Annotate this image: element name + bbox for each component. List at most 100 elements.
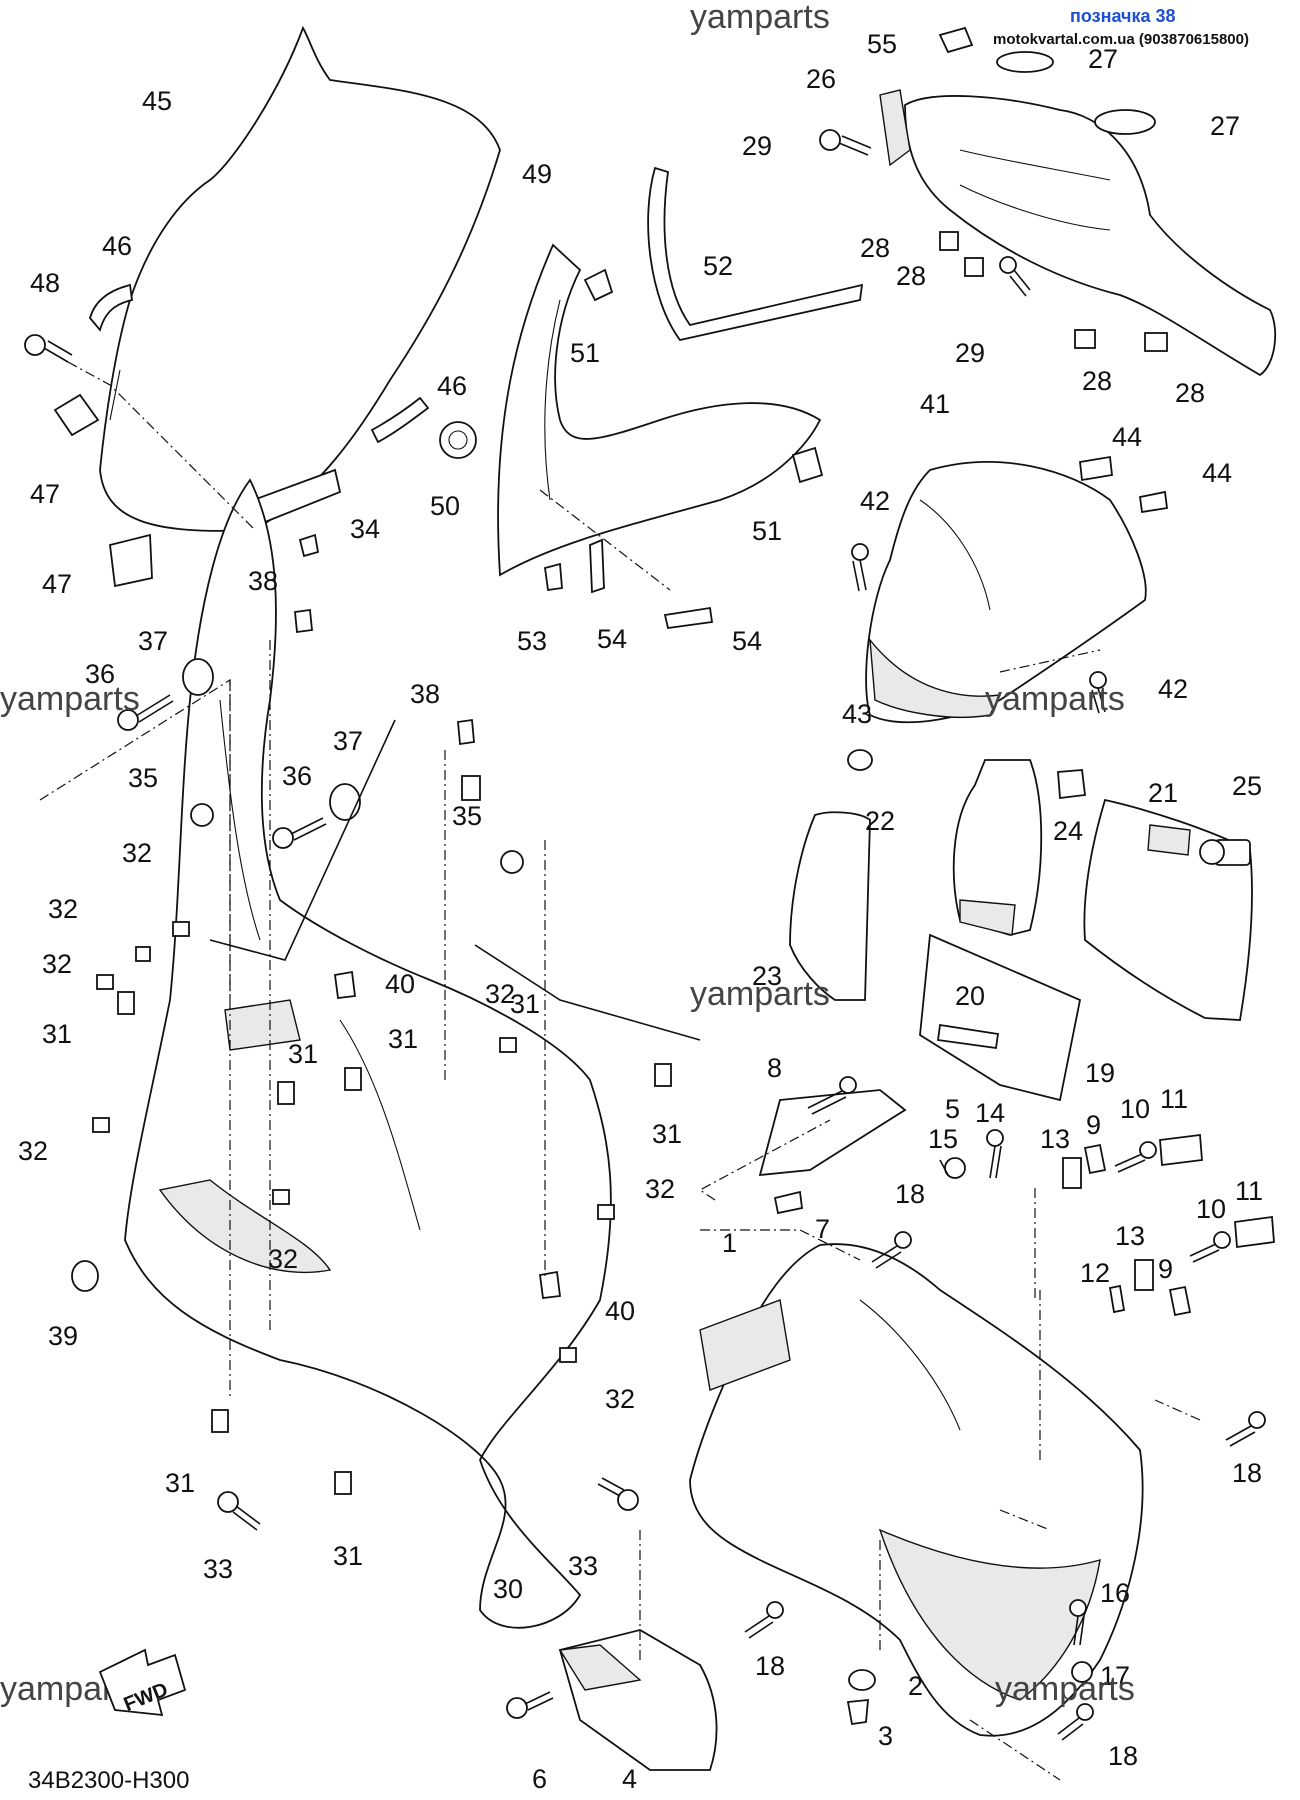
inner-box-22 <box>952 759 1043 936</box>
callout-32g: 32 <box>645 1174 675 1204</box>
callout-18d: 18 <box>1108 1741 1138 1771</box>
front-cover-4 <box>558 1629 718 1771</box>
clip-31 <box>117 775 672 1495</box>
callout-18b: 18 <box>1232 1458 1262 1488</box>
screw-6 <box>506 1691 554 1719</box>
callout-27b: 27 <box>1210 111 1240 141</box>
seal-19 <box>919 933 1082 1102</box>
label-55 <box>938 26 974 54</box>
callout-38a: 38 <box>248 566 278 596</box>
callout-5: 5 <box>945 1094 960 1124</box>
callout-12: 12 <box>1080 1258 1110 1288</box>
rivet-35 <box>190 803 524 874</box>
bracket-9 <box>1083 1143 1192 1317</box>
callout-2: 2 <box>908 1671 923 1701</box>
bolt-14 <box>986 1129 1004 1179</box>
callout-18c: 18 <box>755 1651 785 1681</box>
lock-25 <box>1199 839 1251 866</box>
lid-21 <box>1083 798 1253 1021</box>
strip-20 <box>936 1023 1000 1050</box>
callout-37b: 37 <box>333 726 363 756</box>
callout-22: 22 <box>865 806 895 836</box>
callout-1: 1 <box>722 1228 737 1258</box>
callout-34: 34 <box>350 514 380 544</box>
callout-46b: 46 <box>437 371 467 401</box>
callout-29a: 29 <box>742 131 772 161</box>
callout-42b: 42 <box>1158 674 1188 704</box>
bolt-16 <box>1069 1599 1087 1646</box>
callout-20: 20 <box>955 981 985 1011</box>
watermark-right: yamparts <box>985 680 1125 718</box>
nut-13 <box>1062 1157 1154 1291</box>
screw-18 <box>744 1231 1266 1741</box>
callout-13b: 13 <box>1115 1221 1145 1251</box>
bracket-5 <box>758 1089 907 1177</box>
callout-49: 49 <box>522 159 552 189</box>
callout-31e: 31 <box>652 1119 682 1149</box>
callout-28a: 28 <box>860 233 890 263</box>
callout-46a: 46 <box>102 231 132 261</box>
callouts: 1 2 3 4 5 6 7 8 9 9 10 10 11 11 12 13 13… <box>18 29 1263 1794</box>
clip-51-upper <box>583 268 614 302</box>
callout-9a: 9 <box>1086 1110 1101 1140</box>
callout-11a: 11 <box>1160 1084 1188 1114</box>
cover-41 <box>865 461 1147 724</box>
bolt-36 <box>117 694 327 849</box>
callout-28c: 28 <box>1082 366 1112 396</box>
header-site: motokvartal.com.ua (903870615800) <box>993 31 1249 48</box>
callout-32a: 32 <box>48 894 78 924</box>
callout-9b: 9 <box>1158 1254 1173 1284</box>
callout-11b: 11 <box>1235 1176 1263 1206</box>
callout-32c: 32 <box>42 949 72 979</box>
pad-11 <box>1159 1133 1275 1249</box>
grommet-43 <box>847 749 873 771</box>
callout-31a: 31 <box>510 989 540 1019</box>
callout-8: 8 <box>767 1053 782 1083</box>
watermark-top: yamparts <box>690 0 830 36</box>
callout-27a: 27 <box>1088 44 1118 74</box>
knob-24 <box>1057 769 1087 800</box>
callout-41: 41 <box>920 389 950 419</box>
callout-40a: 40 <box>385 969 415 999</box>
watermark-left: yamparts <box>0 680 140 718</box>
callout-55: 55 <box>867 29 897 59</box>
screw-29 <box>819 129 1031 297</box>
callout-32h: 32 <box>605 1384 635 1414</box>
callout-37a: 37 <box>138 626 168 656</box>
callout-24: 24 <box>1053 816 1083 846</box>
callout-33b: 33 <box>568 1551 598 1581</box>
callout-17: 17 <box>1100 1661 1130 1691</box>
callout-30: 30 <box>493 1574 523 1604</box>
callout-10b: 10 <box>1196 1194 1226 1224</box>
front-cowling-30 <box>124 478 612 1629</box>
callout-26: 26 <box>806 64 836 94</box>
callout-54a: 54 <box>597 624 627 654</box>
bolt-15 <box>939 1157 966 1179</box>
callout-32d: 32 <box>18 1136 48 1166</box>
ring-27 <box>996 51 1156 135</box>
callout-38b: 38 <box>410 679 440 709</box>
callout-54b: 54 <box>732 626 762 656</box>
callout-28d: 28 <box>1175 378 1205 408</box>
callout-51b: 51 <box>752 516 782 546</box>
callout-40b: 40 <box>605 1296 635 1326</box>
callout-32f: 32 <box>485 979 515 1009</box>
nut-28 <box>939 231 1168 352</box>
callout-25: 25 <box>1232 771 1262 801</box>
callout-15: 15 <box>928 1124 958 1154</box>
callout-31d: 31 <box>388 1024 418 1054</box>
fwd-arrow-icon: FWD <box>98 1648 187 1716</box>
bolt-17 <box>1071 1661 1093 1683</box>
windscreen-plate-47 <box>53 393 153 588</box>
collar-38 <box>294 608 475 746</box>
windscreen-bracket-46 <box>89 283 430 444</box>
callout-29b: 29 <box>955 338 985 368</box>
screw-42 <box>851 543 1107 714</box>
callout-32b: 32 <box>122 838 152 868</box>
callout-53: 53 <box>517 626 547 656</box>
leg-shield-1 <box>689 1243 1144 1737</box>
callout-33a: 33 <box>203 1554 233 1584</box>
callout-3: 3 <box>878 1721 893 1751</box>
inner-cowl-49 <box>497 243 822 577</box>
seal-23 <box>789 811 871 1001</box>
